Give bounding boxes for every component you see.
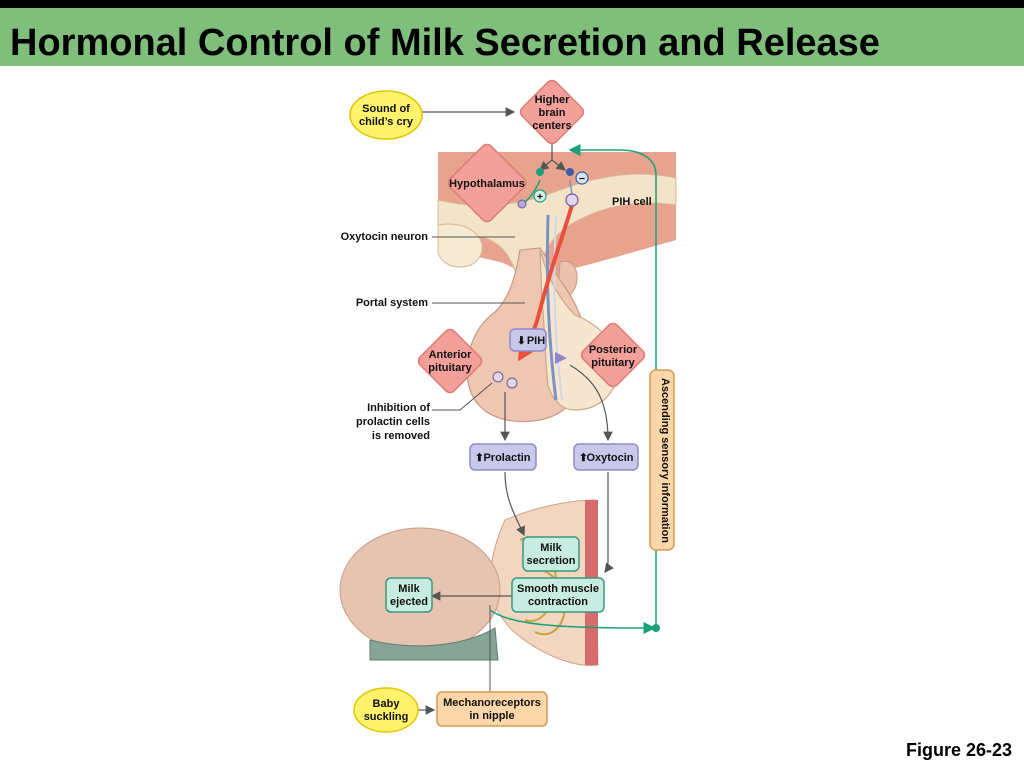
sensory-receptor-icon xyxy=(652,624,660,632)
oxytocin-neuron-icon xyxy=(517,199,527,209)
sound-of-cry-stimulus: Sound of child’s cry xyxy=(349,90,423,140)
posterior-pituitary-node: Posterior pituitary xyxy=(580,322,646,388)
svg-text:Inhibition of: Inhibition of xyxy=(367,402,430,414)
svg-text:−: − xyxy=(579,173,585,185)
hypothalamus-node: Hypothalamus xyxy=(447,143,527,223)
svg-text:+: + xyxy=(537,191,543,203)
increase-arrow-icon: ⬆ xyxy=(475,452,484,464)
svg-text:Milk: Milk xyxy=(540,542,562,554)
higher-brain-centers-node: Higher brain centers xyxy=(519,79,585,145)
svg-text:prolactin cells: prolactin cells xyxy=(356,416,430,428)
svg-text:Anterior: Anterior xyxy=(429,349,473,361)
oxytocin-hormone-box: ⬆ Oxytocin xyxy=(573,443,639,471)
inhibition-removed-label: Inhibition of prolactin cells is removed xyxy=(356,402,430,442)
ascending-sensory-information-label: Ascending sensory information xyxy=(649,369,675,551)
pih-cell-label: PIH cell xyxy=(612,196,652,208)
slide-title: Hormonal Control of Milk Secretion and R… xyxy=(10,22,880,64)
baby-suckling-stimulus: Baby suckling xyxy=(353,687,419,733)
oxytocin-neuron-label: Oxytocin neuron xyxy=(341,231,429,243)
prolactin-hormone-box: ⬆ Prolactin xyxy=(469,443,537,471)
oxytocin-terminal-icon xyxy=(555,352,567,364)
svg-text:Prolactin: Prolactin xyxy=(483,452,530,464)
svg-text:child’s cry: child’s cry xyxy=(359,116,414,128)
minus-sign-icon xyxy=(575,171,589,185)
milk-ejected-box: Milk ejected xyxy=(385,577,433,613)
svg-text:Hypothalamus: Hypothalamus xyxy=(449,178,525,190)
prolactin-cell-icon xyxy=(506,377,518,389)
decrease-arrow-icon: ⬇ xyxy=(517,335,526,347)
svg-text:Baby: Baby xyxy=(373,698,401,710)
top-black-strip xyxy=(0,0,1024,8)
smooth-muscle-contraction-box: Smooth muscle contraction xyxy=(511,577,605,613)
svg-text:Milk: Milk xyxy=(398,583,420,595)
title-bar: Hormonal Control of Milk Secretion and R… xyxy=(0,8,1024,66)
svg-text:in nipple: in nipple xyxy=(469,710,514,722)
inhibitory-synapse-icon xyxy=(566,168,574,176)
neuron-markers: + − xyxy=(492,168,660,632)
svg-text:is removed: is removed xyxy=(372,430,430,442)
milk-secretion-box: Milk secretion xyxy=(522,536,580,572)
svg-text:Higher: Higher xyxy=(535,94,571,106)
pih-hormone-box: ⬇ PIH xyxy=(509,328,547,352)
svg-text:Sound of: Sound of xyxy=(362,103,410,115)
svg-text:secretion: secretion xyxy=(527,555,576,567)
svg-text:Mechanoreceptors: Mechanoreceptors xyxy=(443,697,541,709)
anterior-pituitary-node: Anterior pituitary xyxy=(417,328,483,394)
svg-text:Ascending sensory information: Ascending sensory information xyxy=(659,378,671,543)
svg-text:Posterior: Posterior xyxy=(589,344,638,356)
svg-text:contraction: contraction xyxy=(528,596,588,608)
svg-text:PIH: PIH xyxy=(527,335,545,347)
portal-system-label: Portal system xyxy=(356,297,428,309)
svg-text:pituitary: pituitary xyxy=(428,362,472,374)
prolactin-cell-icon xyxy=(492,371,504,383)
svg-text:Smooth muscle: Smooth muscle xyxy=(517,583,599,595)
svg-text:pituitary: pituitary xyxy=(591,357,635,369)
plus-sign-icon xyxy=(533,189,547,203)
svg-text:Oxytocin: Oxytocin xyxy=(586,452,633,464)
increase-arrow-icon: ⬆ xyxy=(579,452,588,464)
svg-text:brain: brain xyxy=(539,107,566,119)
svg-text:ejected: ejected xyxy=(390,596,428,608)
svg-text:suckling: suckling xyxy=(364,711,409,723)
pih-cell-icon xyxy=(565,193,579,207)
mechanoreceptors-box: Mechanoreceptors in nipple xyxy=(436,691,548,727)
figure-number-label: Figure 26-23 xyxy=(905,740,1012,760)
svg-text:centers: centers xyxy=(532,120,571,132)
excitatory-synapse-icon xyxy=(536,168,544,176)
